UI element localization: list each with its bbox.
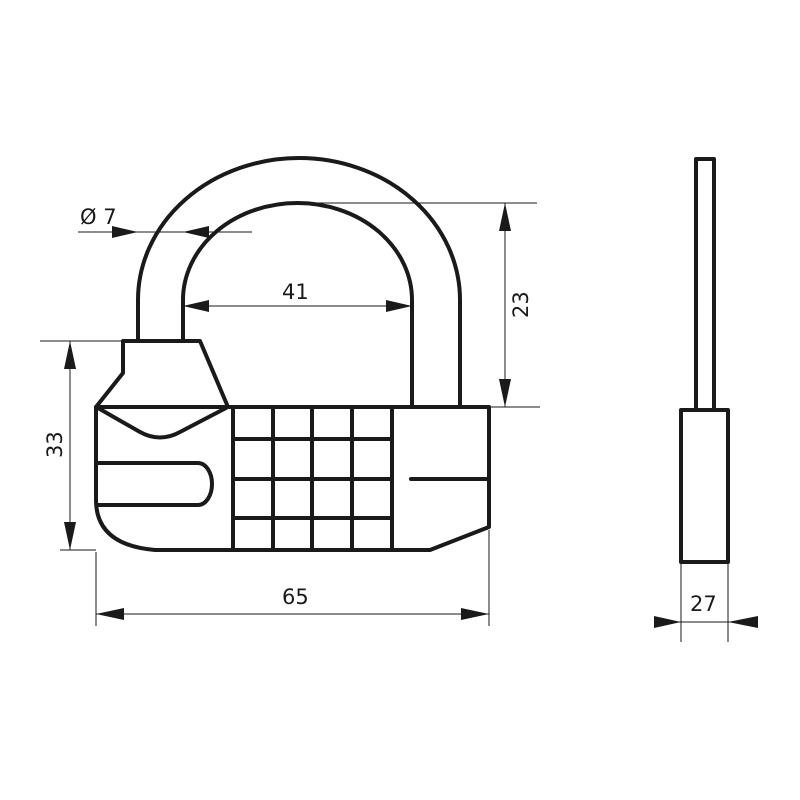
dimension-shackle-inner-width: 41 [183, 280, 412, 312]
chevron-mark [96, 406, 228, 440]
combination-dials-grid [231, 405, 394, 552]
dimension-body-height: 33 [40, 340, 123, 551]
lock-body-outline [94, 405, 491, 552]
dimension-label-diameter: Ø 7 [80, 205, 117, 229]
side-shackle [694, 157, 716, 412]
front-view [94, 156, 491, 552]
dimension-label-33: 33 [43, 431, 67, 458]
dimension-body-thickness: 27 [654, 562, 758, 642]
side-body [679, 408, 730, 564]
collar [94, 339, 230, 409]
dimension-label-27: 27 [690, 592, 717, 616]
shackle [136, 156, 462, 409]
dimension-label-65: 65 [282, 585, 309, 609]
side-view [679, 157, 730, 564]
key-slot [96, 461, 214, 507]
dimension-shackle-clearance: 23 [300, 202, 540, 408]
dimension-shackle-diameter: Ø 7 [78, 205, 252, 238]
dimension-label-41: 41 [282, 280, 309, 304]
dimension-body-width: 65 [95, 530, 490, 626]
dimension-label-23: 23 [509, 291, 533, 318]
